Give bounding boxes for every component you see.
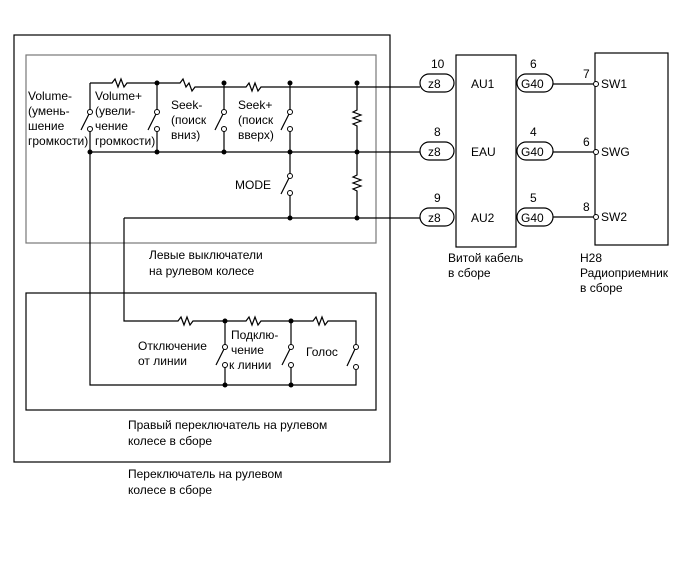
spiral-signal-labels: AU1 EAU AU2 [471,77,496,225]
label-volume-minus: Volume- (умень- шение громкости) [28,89,88,148]
svg-text:z8: z8 [428,77,441,91]
switch-voice [346,344,359,370]
svg-text:G40: G40 [521,211,544,225]
terminal-sw2 [593,214,599,220]
left-switches-box [25,54,377,244]
svg-text:громкости): громкости) [28,134,88,148]
svg-text:чение: чение [95,119,128,133]
svg-text:вниз): вниз) [171,128,200,142]
svg-text:8: 8 [434,125,441,139]
connector-g40-1 [516,73,554,93]
svg-text:SW2: SW2 [601,210,627,224]
radio-terminal-labels: SW1 SWG SW2 [601,77,630,224]
right-switch-box [25,292,377,411]
right-switch-title-1: Правый переключатель на рулевом [128,418,327,432]
svg-text:9: 9 [434,191,441,205]
label-on-hook: Подклю- чение к линии [229,328,278,372]
svg-text:(умень-: (умень- [28,104,70,118]
z8-pin-numbers: 10 8 9 [431,57,445,205]
svg-text:6: 6 [583,135,590,149]
connector-z8-1 [419,73,455,93]
label-voice: Голос [306,345,338,359]
switch-mode [280,173,293,196]
label-off-hook: Отключение от линии [138,339,207,368]
svg-text:шение: шение [28,119,65,133]
svg-text:G40: G40 [521,145,544,159]
left-switches-title-2: на рулевом колесе [149,264,255,278]
wire-to-radio [553,83,593,218]
svg-text:7: 7 [583,67,590,81]
svg-text:z8: z8 [428,211,441,225]
wire-au1 [90,77,420,93]
terminal-swg [593,149,599,155]
svg-text:10: 10 [431,57,445,71]
z8-labels: z8 z8 z8 [428,77,441,225]
switch-volume-minus [80,109,93,132]
svg-text:громкости): громкости) [95,134,155,148]
svg-text:G40: G40 [521,77,544,91]
steering-switch-box [13,34,391,463]
junction-dots [87,80,360,388]
label-seek-plus: Seek+ (поиск вверх) [238,98,274,142]
connector-g40-2 [516,141,554,161]
spiral-cable-title-1: Витой кабель [448,251,523,265]
label-seek-minus: Seek- (поиск вниз) [171,98,207,142]
spiral-cable-box [455,54,517,248]
spiral-cable-title-2: в сборе [448,266,491,280]
svg-text:от линии: от линии [138,354,187,368]
radio-id: H28 [580,251,602,265]
switch-seek-plus [280,109,293,132]
svg-text:к линии: к линии [229,358,271,372]
terminal-sw1 [593,81,599,87]
svg-text:6: 6 [530,57,537,71]
wire-right-switch [123,218,357,346]
steering-switch-title-1: Переключатель на рулевом [128,467,282,481]
g40-labels: G40 G40 G40 [521,77,544,225]
svg-text:Отключение: Отключение [138,339,207,353]
svg-text:AU2: AU2 [471,211,495,225]
label-volume-plus: Volume+ (увели- чение громкости) [95,89,155,148]
steering-switch-title-2: колесе в сборе [128,483,212,497]
switch-seek-minus [214,109,227,132]
svg-text:(увели-: (увели- [95,104,135,118]
connector-z8-3 [419,207,455,227]
radio-title-2: в сборе [580,281,623,295]
connector-z8-2 [419,141,455,161]
label-mode: MODE [235,178,271,192]
radio-title-1: Радиоприемник [580,266,669,280]
svg-text:8: 8 [583,200,590,214]
svg-text:5: 5 [530,191,537,205]
right-switch-title-2: колесе в сборе [128,434,212,448]
svg-text:SWG: SWG [601,145,630,159]
switch-on-hook [281,344,294,368]
svg-text:SW1: SW1 [601,77,627,91]
svg-text:вверх): вверх) [238,128,274,142]
svg-text:(поиск: (поиск [238,113,274,127]
left-switches-title-1: Левые выключатели [149,248,263,262]
svg-text:Seek+: Seek+ [238,98,272,112]
g40-pin-numbers: 6 4 5 [530,57,537,205]
svg-text:чение: чение [231,343,264,357]
switch-off-hook [215,344,228,368]
svg-text:Volume+: Volume+ [95,89,142,103]
svg-text:4: 4 [530,125,537,139]
radio-pin-numbers: 7 6 8 [583,67,590,214]
svg-text:Volume-: Volume- [28,89,72,103]
radio-box [594,52,669,246]
switch-volume-plus [147,109,160,132]
svg-text:(поиск: (поиск [171,113,207,127]
svg-text:Подклю-: Подклю- [231,328,278,342]
svg-text:EAU: EAU [471,145,496,159]
svg-text:Seek-: Seek- [171,98,202,112]
svg-text:z8: z8 [428,145,441,159]
svg-text:AU1: AU1 [471,77,495,91]
